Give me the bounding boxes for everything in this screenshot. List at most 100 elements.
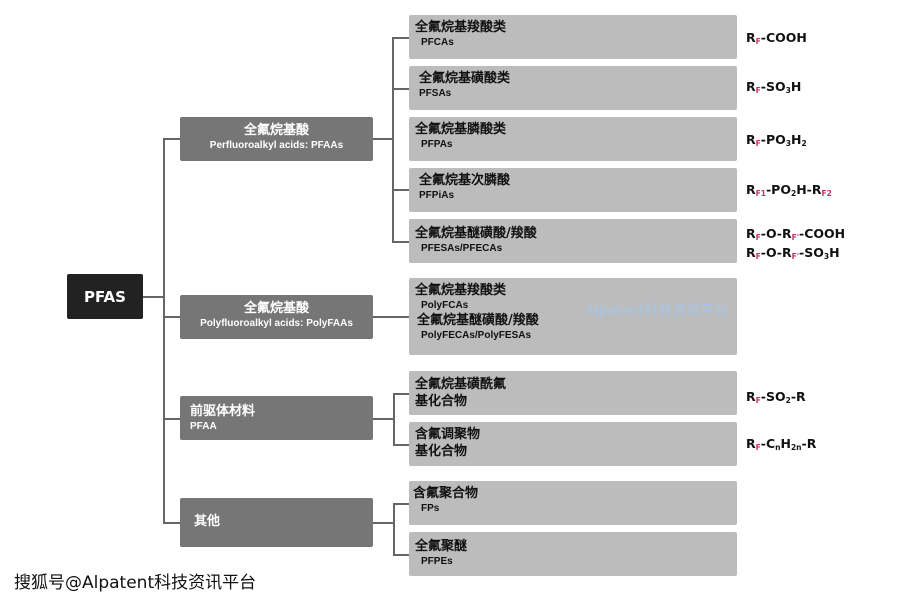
- formula-subscript: 2: [801, 139, 807, 148]
- formula: RF1-PO2H-RF2: [746, 182, 832, 201]
- formula-text: R: [746, 79, 756, 94]
- connector: [143, 296, 163, 298]
- formula-subscript: F: [755, 86, 761, 95]
- formula-text: R: [746, 182, 756, 197]
- category-pfaas: 全氟烷基酸 Perfluoroalkyl acids: PFAAs: [180, 117, 373, 161]
- formula-text: R: [746, 226, 756, 241]
- subclass-zh: 全氟烷基次膦酸: [419, 173, 511, 188]
- formula-subscript: 2: [785, 396, 791, 405]
- formula-subscript: 2n: [790, 443, 802, 452]
- category-en: Polyfluoroalkyl acids: PolyFAAs: [200, 318, 353, 329]
- category-zh: 全氟烷基酸: [243, 123, 309, 138]
- formula-text: -O-R: [760, 245, 792, 260]
- subclass-zh: 含氟聚合物: [413, 486, 479, 501]
- formula-text: H: [780, 436, 791, 451]
- subclass-zh: 全氟烷基磺酸类: [419, 71, 511, 86]
- formula-subscript: F: [755, 396, 761, 405]
- formula-subscript: F': [791, 233, 800, 242]
- connector: [163, 138, 180, 140]
- formula: RF-COOH: [746, 30, 807, 49]
- connector: [373, 138, 393, 140]
- formula: RF-CnH2n-R: [746, 436, 816, 455]
- subclass-en: PFPiAs: [419, 190, 455, 201]
- subclass-zh: 全氟烷基磺酰氟: [415, 377, 507, 392]
- subclass-zh: 全氟烷基醚磺酸/羧酸: [415, 226, 537, 241]
- connector: [392, 37, 409, 39]
- formula-text: H: [790, 79, 802, 94]
- subclass-telomer: 含氟调聚物 基化合物: [409, 422, 737, 466]
- category-en: Perfluoroalkyl acids: PFAAs: [209, 140, 344, 151]
- formula-line: RF-O-RF'-SO3H: [746, 245, 845, 264]
- formula-line: RF-SO3H: [746, 79, 801, 98]
- watermark-center: Alpatent科技资讯平台: [585, 303, 729, 319]
- formula-subscript: F: [755, 139, 761, 148]
- formula: RF-SO2-R: [746, 389, 806, 408]
- formula-text: R: [746, 30, 756, 45]
- connector: [392, 189, 409, 191]
- subclass-en: PFESAs/PFECAs: [421, 243, 503, 254]
- formula-subscript: F1: [755, 189, 766, 198]
- subclass-sulfonyl-fluoride: 全氟烷基磺酰氟 基化合物: [409, 371, 737, 415]
- subclass-en: PFCAs: [421, 37, 454, 48]
- formula-text: -COOH: [760, 30, 807, 45]
- root-label: PFAS: [84, 287, 126, 306]
- formula-subscript: F: [755, 37, 761, 46]
- subclass-zh: 全氟烷基膦酸类: [415, 122, 507, 137]
- formula-text: R: [746, 389, 756, 404]
- subclass-zh: 基化合物: [415, 444, 468, 459]
- formula: RF-PO3H2: [746, 132, 807, 151]
- formula-line: RF-PO3H2: [746, 132, 807, 151]
- formula-line: RF1-PO2H-RF2: [746, 182, 832, 201]
- subclass-fps: 含氟聚合物 FPs: [409, 481, 737, 525]
- subclass-zh: 含氟调聚物: [415, 427, 481, 442]
- formula-line: RF-COOH: [746, 30, 807, 49]
- formula-subscript: 3: [785, 139, 791, 148]
- subclass-zh: 全氟聚醚: [415, 539, 468, 554]
- category-others: 其他: [180, 498, 373, 547]
- subclass-en: PFPAs: [421, 139, 453, 150]
- formula: RF-SO3H: [746, 79, 801, 98]
- formula-text: -R: [790, 389, 806, 404]
- connector: [163, 138, 165, 523]
- subclass-pfpes: 全氟聚醚 PFPEs: [409, 532, 737, 576]
- formula-text: H-R: [796, 182, 822, 197]
- subclass-pfpas: 全氟烷基膦酸类 PFPAs: [409, 117, 737, 161]
- formula-line: RF-SO2-R: [746, 389, 806, 408]
- connector: [163, 418, 180, 420]
- subclass-zh: 全氟烷基羧酸类: [415, 283, 507, 298]
- category-precursors: 前驱体材料 PFAA: [180, 396, 373, 440]
- formula-text: -SO: [799, 245, 824, 260]
- formula-text: H: [829, 245, 840, 260]
- formula-subscript: n: [775, 443, 781, 452]
- connector: [163, 316, 180, 318]
- subclass-en: PolyFECAs/PolyFESAs: [421, 330, 532, 341]
- subclass-zh: 基化合物: [415, 394, 468, 409]
- subclass-zh: 全氟烷基醚磺酸/羧酸: [417, 313, 539, 328]
- formula-text: -R: [801, 436, 817, 451]
- formula-text: -COOH: [799, 226, 846, 241]
- connector: [393, 393, 409, 395]
- formula-subscript: F: [755, 443, 761, 452]
- category-zh: 其他: [194, 514, 221, 529]
- subclass-pfsas: 全氟烷基磺酸类 PFSAs: [409, 66, 737, 110]
- subclass-pfesas: 全氟烷基醚磺酸/羧酸 PFESAs/PFECAs: [409, 219, 737, 263]
- connector: [393, 554, 409, 556]
- formula-text: -SO: [760, 79, 786, 94]
- formula-text: -PO: [760, 132, 786, 147]
- root-node-pfas: PFAS: [67, 274, 143, 319]
- formula-text: H: [790, 132, 802, 147]
- formula-text: R: [746, 245, 756, 260]
- subclass-en: PFSAs: [419, 88, 452, 99]
- formula-subscript: F': [791, 252, 800, 261]
- formula-subscript: 3: [785, 86, 791, 95]
- subclass-pfpias: 全氟烷基次膦酸 PFPiAs: [409, 168, 737, 212]
- connector: [392, 241, 409, 243]
- connector: [393, 503, 409, 505]
- formula-text: -O-R: [760, 226, 792, 241]
- subclass-en: FPs: [421, 503, 440, 514]
- formula-subscript: F: [755, 252, 761, 261]
- watermark-corner: 搜狐号@Alpatent科技资讯平台: [14, 573, 257, 593]
- subclass-polyfcas: 全氟烷基羧酸类 PolyFCAs 全氟烷基醚磺酸/羧酸 PolyFECAs/Po…: [409, 278, 737, 355]
- connector: [373, 418, 393, 420]
